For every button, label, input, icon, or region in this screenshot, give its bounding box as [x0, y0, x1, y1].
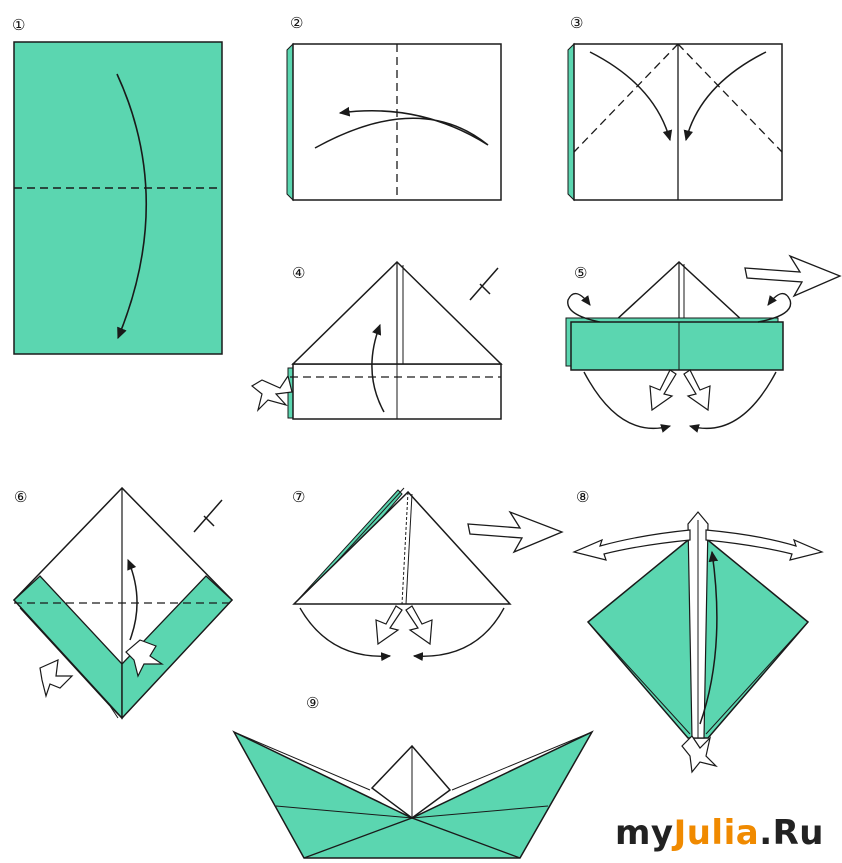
step-number-8: ⑧: [576, 488, 589, 506]
step-number-1: ①: [12, 16, 25, 34]
next-step-arrow-icon: [745, 256, 840, 296]
step-7: ⑦: [292, 488, 562, 656]
push-arrow-icon: [40, 660, 72, 696]
step-number-3: ③: [570, 14, 583, 32]
push-arrow-icon: [252, 376, 292, 410]
pull-arrow-icon: [650, 370, 676, 410]
step-9: ⑨: [234, 694, 592, 858]
step-1: ①: [12, 16, 222, 354]
step-8: ⑧: [574, 488, 822, 772]
step-number-6: ⑥: [14, 488, 27, 506]
step-2: ②: [287, 14, 501, 200]
paper-sheet: [14, 42, 222, 354]
step-3: ③: [568, 14, 782, 200]
step-6: ⑥: [14, 488, 232, 718]
pull-arrow-icon: [376, 606, 402, 644]
turn-over-icon: [194, 500, 222, 532]
step-number-7: ⑦: [292, 488, 305, 506]
triangle: [294, 492, 510, 604]
step-number-2: ②: [290, 14, 303, 32]
next-step-arrow-icon: [468, 512, 562, 552]
step-number-9: ⑨: [306, 694, 319, 712]
step-4: ④: [252, 262, 501, 419]
step-5: ⑤: [566, 256, 840, 428]
turn-over-icon: [470, 268, 498, 300]
push-arrow-icon: [682, 736, 716, 772]
watermark-logo: myJulia.Ru: [615, 813, 824, 853]
step-number-4: ④: [292, 264, 305, 282]
step-number-5: ⑤: [574, 264, 587, 282]
brim-band: [571, 322, 783, 370]
